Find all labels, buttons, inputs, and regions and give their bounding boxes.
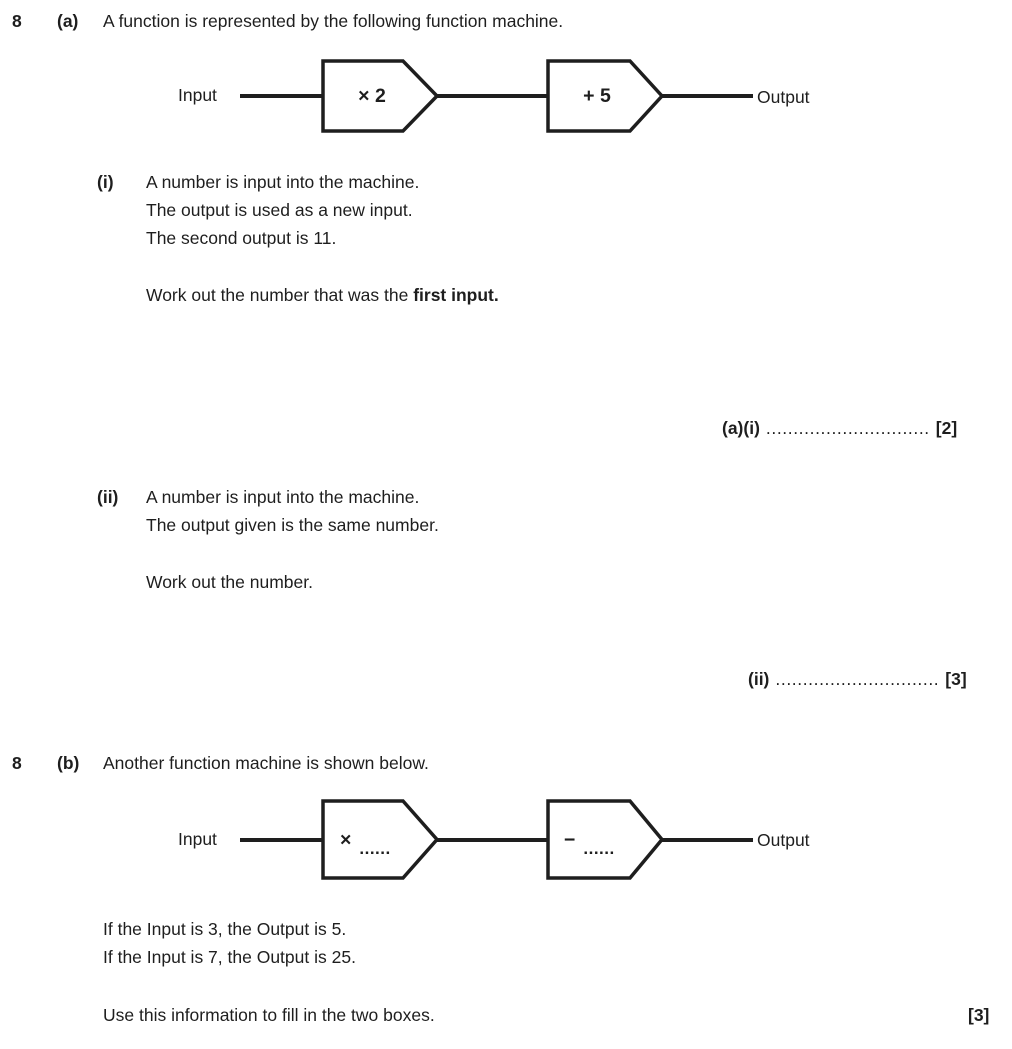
sub-label-i: (i) (97, 172, 114, 192)
machine-a-input-label: Input (178, 85, 217, 105)
machine-a-output-label: Output (757, 87, 810, 107)
machine-b-input-label: Input (178, 829, 217, 849)
machine-a-box-2-label: + 5 (583, 85, 611, 107)
machine-b-function-box-2 (546, 799, 665, 880)
machine-b-diagram (240, 799, 753, 880)
prompt-i: Work out the number that was the first i… (146, 285, 499, 306)
question-number-b: 8 (12, 753, 22, 773)
sub-label-ii: (ii) (97, 487, 119, 507)
machine-b-function-box-1 (321, 799, 440, 880)
intro-text-a: A function is represented by the followi… (103, 11, 564, 31)
statement-line: The output given is the same number. (146, 515, 439, 535)
machine-b-box-1-answer-space: ...... (359, 839, 391, 858)
answer-dots-a-i: .............................. (765, 418, 930, 438)
fact-line: If the Input is 7, the Output is 25. (103, 947, 356, 967)
statement-line: A number is input into the machine. (146, 172, 420, 192)
answer-line-a-ii: (ii)..............................[3] (748, 668, 967, 691)
machine-b-box-1-operator: × (340, 829, 352, 851)
intro-text-b: Another function machine is shown below. (103, 753, 429, 773)
machine-b-output-label: Output (757, 830, 810, 850)
machine-a-function-box-1 (321, 59, 440, 133)
part-label-b: (b) (57, 753, 80, 773)
answer-label-a-i: (a)(i) (722, 418, 760, 438)
prompt-i-bold: first input. (413, 285, 499, 305)
machine-b-box-2-operator: − (564, 829, 576, 851)
machine-b-box-1-label: ×...... (340, 828, 391, 858)
fact-line: If the Input is 3, the Output is 5. (103, 919, 347, 939)
machine-a-box-1-label: × 2 (358, 85, 386, 107)
question-number-a: 8 (12, 11, 22, 31)
machine-a-function-box-2 (546, 59, 665, 133)
prompt-i-regular: Work out the number that was the (146, 285, 414, 305)
statement-line: A number is input into the machine. (146, 487, 420, 507)
marks-a-ii: [3] (945, 669, 967, 689)
marks-b: [3] (968, 1005, 990, 1025)
marks-a-i: [2] (935, 418, 958, 438)
machine-b-box-2-answer-space: ...... (583, 839, 615, 858)
prompt-ii: Work out the number. (146, 572, 313, 592)
statement-line: The output is used as a new input. (146, 200, 413, 220)
answer-dots-a-ii: .............................. (775, 669, 940, 689)
instruction-b: Use this information to fill in the two … (103, 1005, 435, 1025)
answer-label-a-ii: (ii) (748, 669, 770, 689)
answer-line-a-i: (a)(i)..............................[2] (722, 417, 957, 440)
part-label-a: (a) (57, 11, 79, 31)
machine-a-diagram (240, 59, 753, 133)
statement-line: The second output is 11. (146, 228, 337, 248)
machine-b-box-2-label: −...... (564, 828, 615, 858)
